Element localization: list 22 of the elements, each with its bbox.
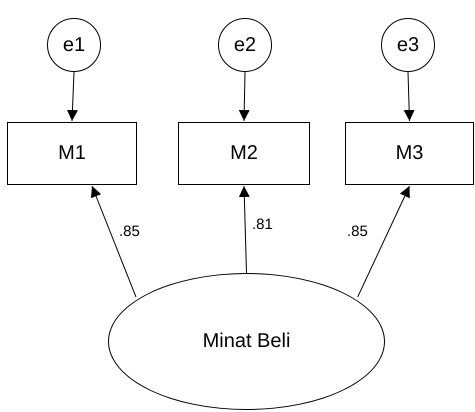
error-circle: [47, 18, 101, 72]
error-circle: [381, 18, 435, 72]
node-label: M1: [58, 142, 86, 165]
indicator-box: [178, 122, 310, 185]
node-label: e3: [396, 34, 420, 56]
indicator-box: [345, 122, 474, 185]
node-label: Minat Beli: [202, 330, 290, 353]
node-label: M3: [396, 142, 424, 165]
arrow: [66, 72, 78, 122]
node-label: e1: [62, 34, 86, 56]
indicator-box: [7, 122, 137, 185]
arrow: [357, 186, 410, 298]
arrow: [238, 72, 250, 122]
node-label: M2: [230, 142, 258, 165]
node-label: e2: [234, 34, 256, 56]
arrow: [90, 186, 136, 298]
edge-label: .85: [346, 224, 369, 239]
arrow: [404, 72, 415, 122]
error-circle: [218, 18, 272, 72]
edge-label: .85: [118, 224, 141, 239]
edge-label: .81: [251, 217, 274, 232]
arrow: [238, 186, 250, 274]
